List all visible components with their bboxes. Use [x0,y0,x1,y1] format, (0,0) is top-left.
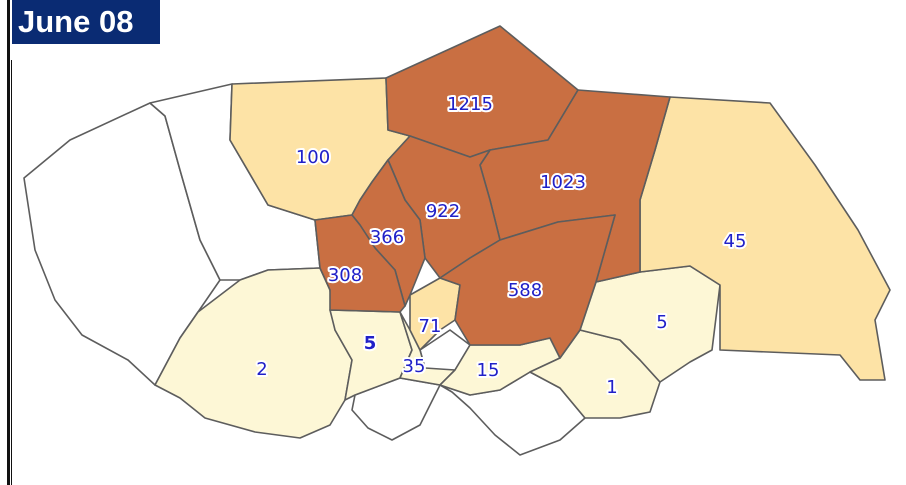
label-center-west: 366 [370,227,404,248]
label-south-west: 2 [256,359,267,380]
label-east-south: 5 [656,312,667,333]
label-north-west: 100 [296,147,330,168]
label-north-center: 1215 [447,94,493,115]
date-title: June 08 [12,0,160,44]
label-center-south: 588 [508,280,542,301]
label-center: 922 [426,201,460,222]
label-south-west-center: 5 [364,333,377,354]
region-west-center[interactable] [314,214,406,313]
label-south-center: 35 [403,356,426,377]
left-frame-inner-line [11,60,12,485]
label-south-east: 1 [606,377,617,398]
left-frame-line [7,0,10,485]
label-east: 45 [724,231,747,252]
label-south-center-small: 71 [419,316,442,337]
region-center-south[interactable] [439,214,616,359]
label-south-middle: 15 [477,360,500,381]
label-west-center: 308 [328,265,362,286]
label-north-east-center: 1023 [540,172,586,193]
